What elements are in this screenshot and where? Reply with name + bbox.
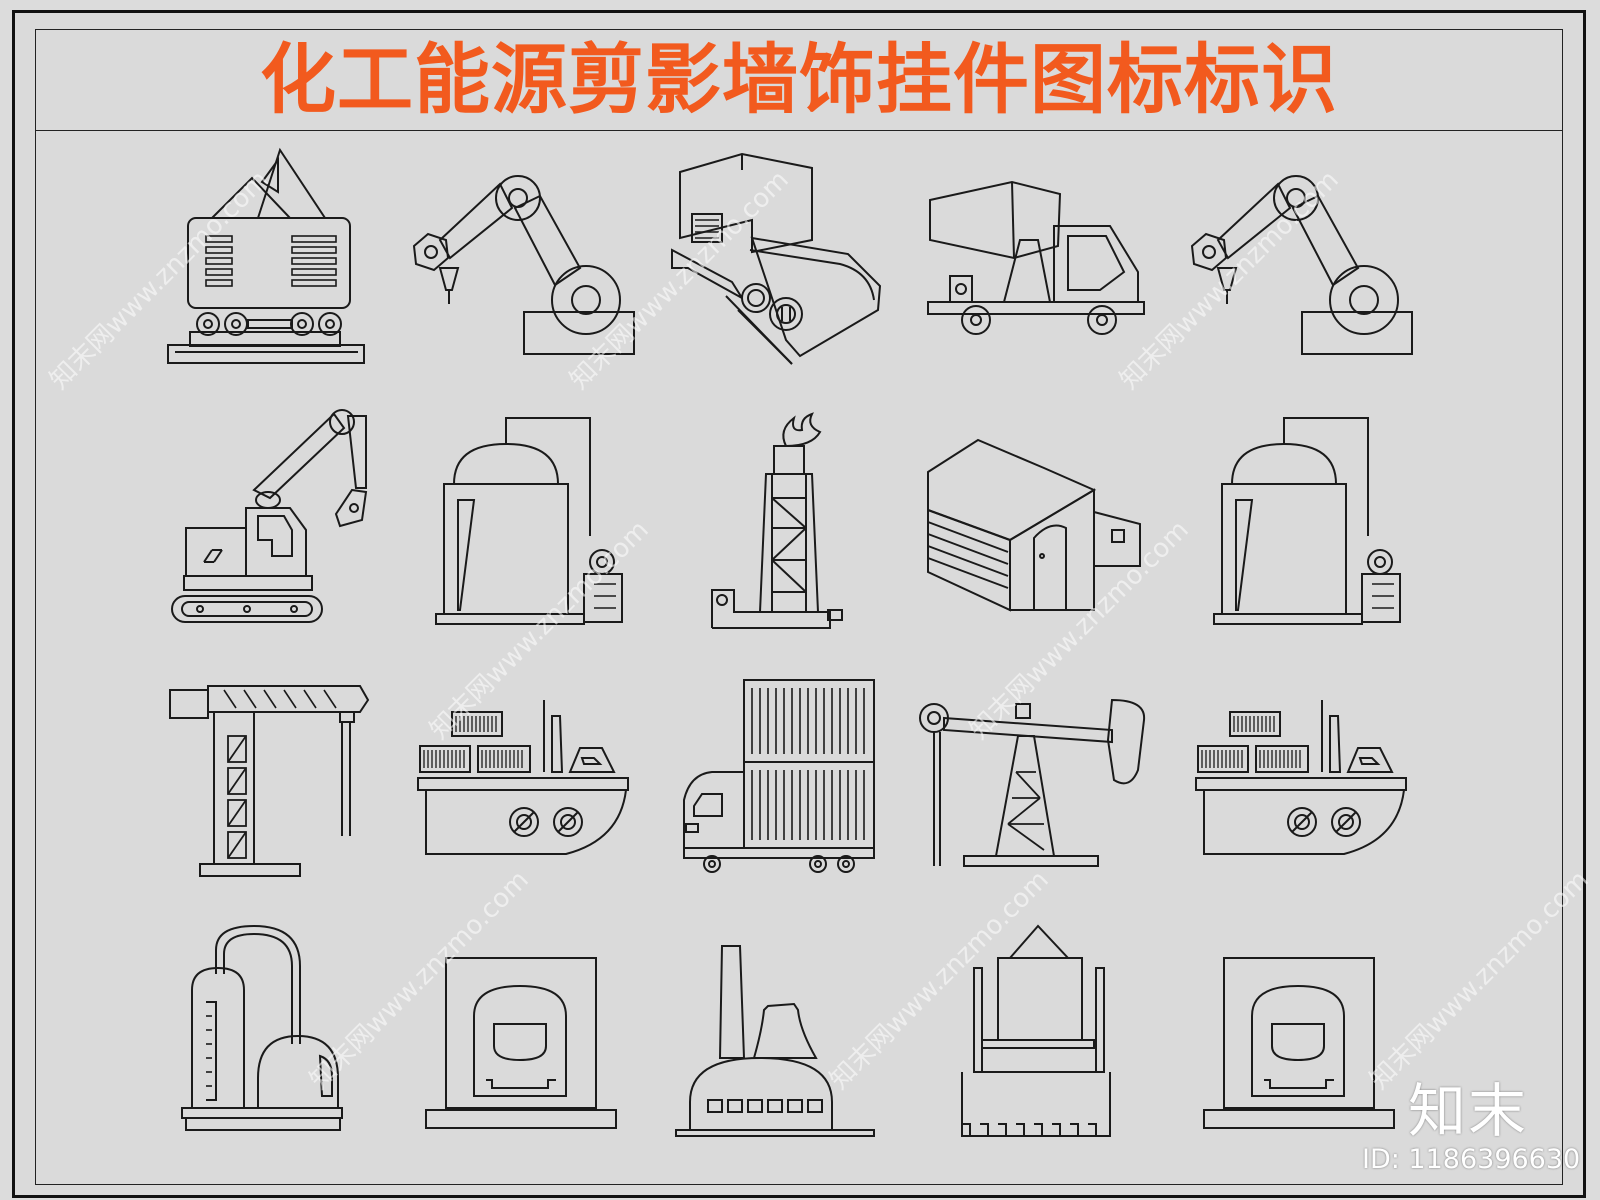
cargo-ship-icon [1195,700,1407,855]
excavator-icon [171,409,368,623]
warehouse-icon [927,438,1141,612]
robot-arm-icon [1190,175,1413,355]
mine-cart-icon [167,147,365,364]
flare-tower-icon [711,412,843,629]
storage-tank-icon [1213,417,1401,625]
refinery-tanks-icon [181,924,343,1131]
storage-tank-icon [435,417,623,625]
furnace-icon [1203,957,1395,1129]
tower-crane-icon [169,685,370,877]
mixer-truck-icon [927,180,1145,335]
container-truck-icon [683,679,875,873]
brand-logo-text: 知末 [1408,1077,1529,1145]
page-title: 化工能源剪影墙饰挂件图标标识 [260,35,1338,124]
image-id-label: ID: 1186396630 [1362,1144,1581,1175]
factory-icon [675,945,875,1137]
furnace-icon [425,957,617,1129]
inner-frame: 化工能源剪影墙饰挂件图标标识 [35,29,1563,1185]
pumpjack-icon [919,698,1146,867]
hydraulic-press-icon [961,924,1111,1137]
crushing-machine-icon [671,152,882,365]
cargo-ship-icon [417,700,629,855]
robot-arm-icon [412,175,635,355]
title-band: 化工能源剪影墙饰挂件图标标识 [36,30,1562,131]
